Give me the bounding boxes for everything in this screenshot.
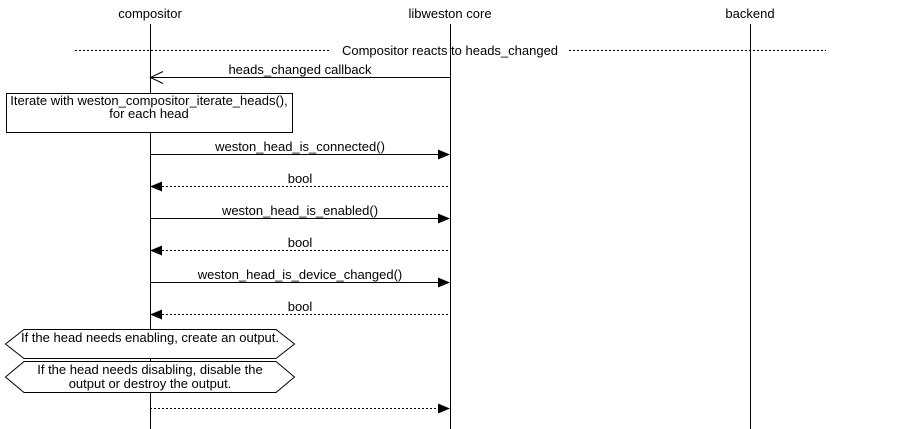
filled-arrowhead-left [150, 245, 162, 256]
message-label-is-connected: weston_head_is_connected() [215, 139, 385, 154]
filled-arrowhead-left [150, 309, 162, 320]
filled-arrowhead-right [438, 213, 450, 224]
filled-arrowhead-right [438, 149, 450, 160]
message-label-is-enabled: weston_head_is_enabled() [221, 203, 379, 218]
note-box [6, 93, 293, 133]
divider-title: Compositor reacts to heads_changed [341, 43, 559, 58]
message-label-bool-1: bool [287, 171, 313, 186]
filled-arrowhead-right [438, 277, 450, 288]
message-label-bool-2: bool [287, 235, 313, 250]
message-label-bool-3: bool [287, 299, 313, 314]
note-text: Iterate with weston_compositor_iterate_h… [10, 93, 288, 121]
condition-hexagon-disabling [4, 361, 296, 393]
message-label-is-device-changed: weston_head_is_device_changed() [197, 267, 403, 282]
lifeline-label-backend: backend [725, 6, 775, 21]
message-label-heads-changed-callback: heads_changed callback [228, 62, 372, 77]
open-arrowhead-left [149, 71, 164, 84]
lifeline-label-libweston-core: libweston core [408, 6, 492, 21]
filled-arrowhead-right [438, 403, 450, 414]
condition-text-enabling: If the head needs enabling, create an ou… [20, 330, 280, 345]
filled-arrowhead-left [150, 181, 162, 192]
condition-hexagon-enabling [4, 329, 296, 359]
lifeline-label-compositor: compositor [118, 6, 182, 21]
condition-text-disabling: If the head needs disabling, disable the… [37, 362, 263, 391]
